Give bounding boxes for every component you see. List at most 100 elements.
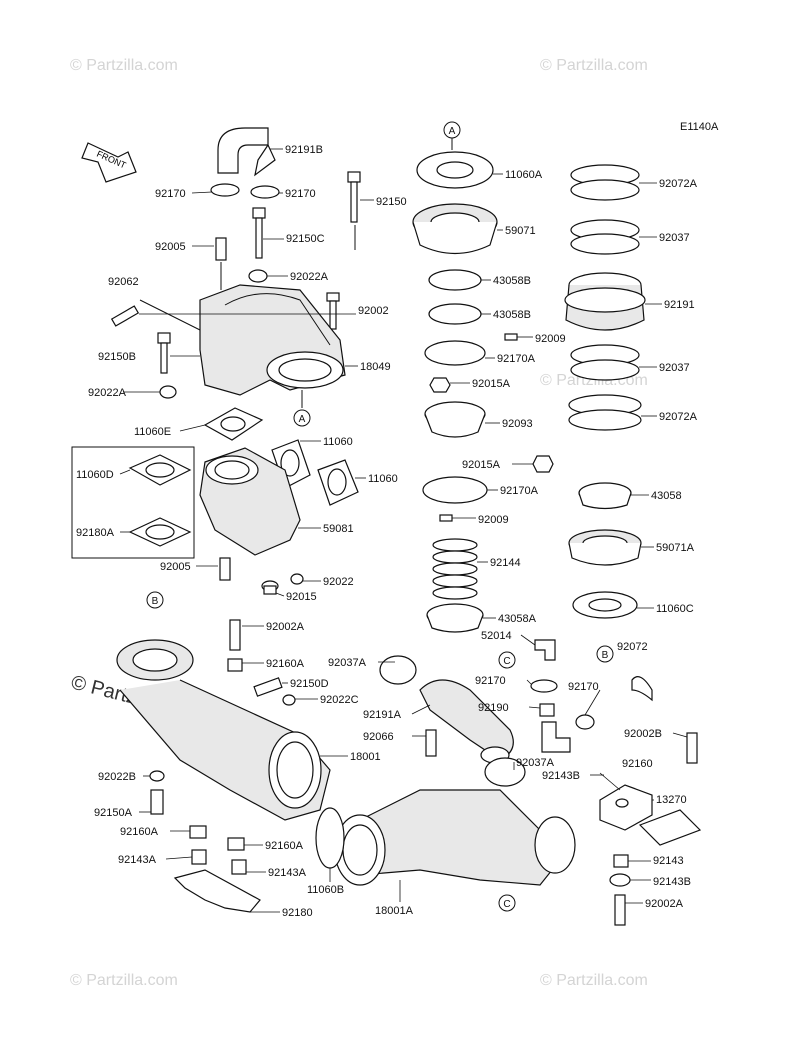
- part-label[interactable]: 92150: [376, 196, 407, 208]
- part-label[interactable]: 92170: [475, 675, 506, 687]
- part-label[interactable]: 92015A: [472, 378, 511, 390]
- part-label[interactable]: 59081: [323, 523, 354, 535]
- housing-18049: [199, 284, 346, 408]
- part-label[interactable]: 92022C: [320, 694, 359, 706]
- part-label[interactable]: 92022A: [290, 271, 329, 283]
- clamp-92170-right-lower: [575, 714, 595, 730]
- bolt-92150C: [252, 207, 266, 259]
- part-label[interactable]: 59071A: [656, 542, 695, 554]
- bracket-92160: [599, 784, 653, 831]
- ring-43058B: [428, 269, 482, 291]
- gasket-11060B: [315, 807, 345, 869]
- boot-92191: [564, 272, 646, 331]
- bolt-92066: [425, 729, 437, 757]
- part-label[interactable]: 92022B: [98, 771, 136, 783]
- part-label[interactable]: 92144: [490, 557, 521, 569]
- part-label[interactable]: 11060A: [505, 169, 543, 181]
- washer-92022B: [149, 770, 165, 782]
- part-label[interactable]: 92143A: [268, 867, 307, 879]
- ring-43058: [578, 482, 632, 510]
- part-label[interactable]: 92072: [617, 641, 648, 653]
- part-label[interactable]: 92170A: [497, 353, 536, 365]
- part-label[interactable]: 92002A: [266, 621, 305, 633]
- band-92072A-bottom: [568, 394, 642, 431]
- bolt-92002A-right: [614, 894, 626, 926]
- part-label[interactable]: 92191: [664, 299, 695, 311]
- part-label[interactable]: 92002B: [624, 728, 662, 740]
- part-label[interactable]: 92150D: [290, 678, 329, 690]
- grommet-92143: [613, 854, 629, 868]
- part-label[interactable]: 92072A: [659, 178, 698, 190]
- clamp-92037-bottom: [570, 344, 640, 381]
- part-label[interactable]: 92170: [568, 681, 599, 693]
- part-label[interactable]: 92143A: [118, 854, 157, 866]
- gasket-11060A: [416, 151, 494, 189]
- part-label[interactable]: 92005: [160, 561, 191, 573]
- part-label[interactable]: 43058B: [493, 309, 531, 321]
- part-label[interactable]: 92160: [622, 758, 653, 770]
- part-label[interactable]: 92150B: [98, 351, 136, 363]
- part-label[interactable]: 92150A: [94, 807, 133, 819]
- part-label[interactable]: 92002A: [645, 898, 684, 910]
- part-label[interactable]: 92170A: [500, 485, 539, 497]
- part-label[interactable]: 92160A: [266, 658, 305, 670]
- part-label[interactable]: 92037: [659, 232, 690, 244]
- watermark: © Partzilla.com: [70, 57, 178, 74]
- callout-a: [293, 409, 311, 427]
- clamp-92037-top: [570, 219, 640, 255]
- part-label[interactable]: 92009: [535, 333, 566, 345]
- callout-c: [498, 894, 516, 912]
- part-label[interactable]: 92143: [653, 855, 684, 867]
- part-label[interactable]: 11060D: [76, 469, 114, 481]
- part-label[interactable]: 92180: [282, 907, 313, 919]
- part-label[interactable]: 18049: [360, 361, 391, 373]
- spring-92144: [432, 538, 478, 600]
- part-label[interactable]: 92037A: [328, 657, 367, 669]
- part-label[interactable]: 92062: [108, 276, 139, 288]
- watermark: © Partzilla.com: [540, 57, 648, 74]
- ring-43058B: [428, 303, 482, 325]
- callout-a-text: A: [449, 126, 456, 137]
- part-label[interactable]: 92160A: [265, 840, 304, 852]
- part-label[interactable]: 92180A: [76, 527, 115, 539]
- part-label[interactable]: 92190: [478, 702, 509, 714]
- part-label[interactable]: 43058B: [493, 275, 531, 287]
- part-label[interactable]: 92002: [358, 305, 389, 317]
- part-label[interactable]: 11060: [323, 436, 353, 448]
- part-label[interactable]: 92037: [659, 362, 690, 374]
- part-label[interactable]: 59071: [505, 225, 536, 237]
- part-label[interactable]: 92170: [285, 188, 316, 200]
- part-label[interactable]: 92015: [286, 591, 317, 603]
- callout-b: [146, 591, 164, 609]
- part-label[interactable]: 92009: [478, 514, 509, 526]
- part-label[interactable]: 92170: [155, 188, 186, 200]
- part-label[interactable]: 43058A: [498, 613, 537, 625]
- part-label[interactable]: 43058: [651, 490, 682, 502]
- washer-92022A-left: [159, 385, 177, 399]
- part-label[interactable]: 52014: [481, 630, 512, 642]
- part-label[interactable]: 92015A: [462, 459, 501, 471]
- part-label[interactable]: 11060E: [134, 426, 171, 438]
- part-label[interactable]: 11060: [368, 473, 398, 485]
- part-label[interactable]: 92160A: [120, 826, 159, 838]
- part-label[interactable]: 18001A: [375, 905, 414, 917]
- part-label[interactable]: 92143B: [653, 876, 691, 888]
- pin-92062: [110, 299, 201, 331]
- part-label[interactable]: 92022A: [88, 387, 127, 399]
- part-label[interactable]: 92005: [155, 241, 186, 253]
- part-label[interactable]: 92143B: [542, 770, 580, 782]
- part-label[interactable]: 92066: [363, 731, 394, 743]
- bolt-92002B: [686, 732, 698, 764]
- part-label[interactable]: 92022: [323, 576, 354, 588]
- part-label[interactable]: 13270: [656, 794, 687, 806]
- part-label[interactable]: 92150C: [286, 233, 325, 245]
- part-label[interactable]: 92191B: [285, 144, 323, 156]
- part-label[interactable]: 92072A: [659, 411, 698, 423]
- part-label[interactable]: 92191A: [363, 709, 402, 721]
- part-label[interactable]: 18001: [350, 751, 381, 763]
- part-label[interactable]: 92093: [502, 418, 533, 430]
- part-label[interactable]: 11060C: [656, 603, 694, 615]
- bushing-92160A: [227, 837, 245, 851]
- part-label[interactable]: 11060B: [307, 884, 344, 896]
- part-label[interactable]: 92037A: [516, 757, 555, 769]
